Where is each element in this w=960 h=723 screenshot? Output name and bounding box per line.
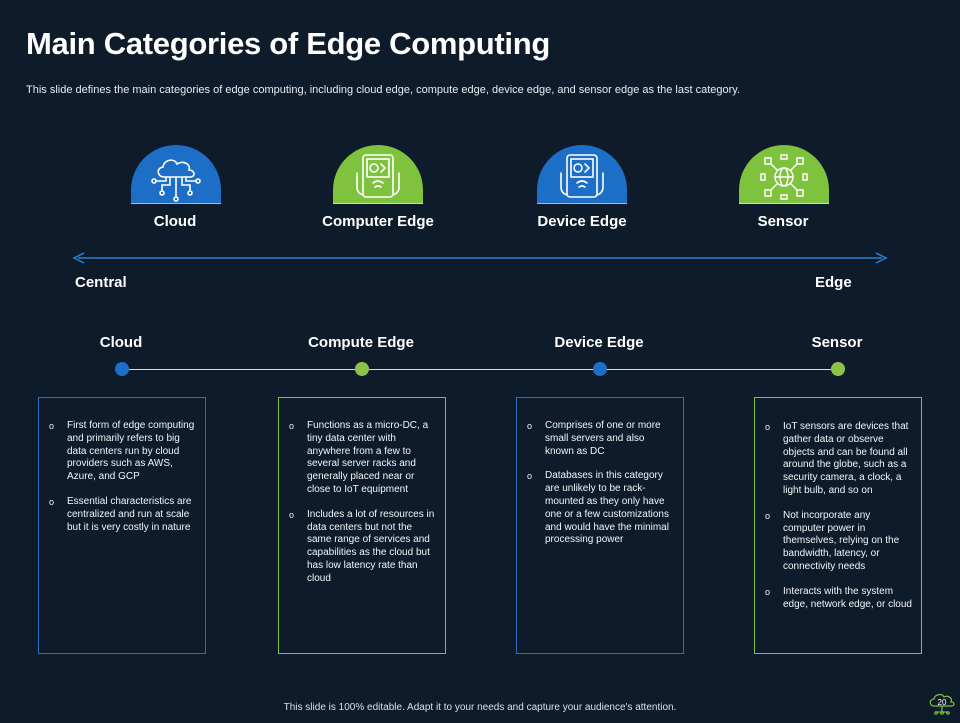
card-bullet: Databases in this category are unlikely … (527, 470, 675, 547)
category-label-device-edge: Device Edge (537, 213, 627, 230)
device-edge-description-card: Comprises of one or more small servers a… (516, 397, 684, 654)
timeline-dot-compute-edge (355, 362, 369, 376)
tablet-touch-icon (356, 154, 400, 198)
category-label-sensor: Sensor (757, 213, 809, 230)
card-bullet: IoT sensors are devices that gather data… (765, 421, 913, 498)
category-label-cloud: Cloud (153, 213, 197, 230)
timeline-line (121, 369, 839, 370)
card-bullet: Comprises of one or more small servers a… (527, 420, 675, 458)
sensor-globe-icon (760, 154, 808, 200)
card-bullet: Functions as a micro-DC, a tiny data cen… (289, 420, 437, 497)
footer-note: This slide is 100% editable. Adapt it to… (283, 702, 677, 713)
timeline-label-sensor: Sensor (811, 334, 863, 351)
cloud-description-card: First form of edge computing and primari… (38, 397, 206, 654)
computer-edge-category-badge (333, 145, 423, 204)
cloud-network-icon (151, 159, 201, 202)
card-bullet: Essential characteristics are centralize… (49, 496, 197, 534)
tablet-touch-icon (560, 154, 604, 198)
timeline-label-compute-edge: Compute Edge (308, 334, 414, 351)
page-number: 20 (937, 698, 947, 707)
compute-edge-description-card: Functions as a micro-DC, a tiny data cen… (278, 397, 446, 654)
card-bullet: Includes a lot of resources in data cent… (289, 509, 437, 586)
axis-right-label: Edge (815, 274, 852, 291)
card-bullet: Interacts with the system edge, network … (765, 586, 913, 612)
timeline-dot-sensor (831, 362, 845, 376)
page-number-badge: 20 (928, 692, 956, 718)
category-label-computer-edge: Computer Edge (322, 213, 434, 230)
card-bullet: First form of edge computing and primari… (49, 420, 197, 484)
card-bullet: Not incorporate any computer power in th… (765, 510, 913, 574)
cloud-category-badge (131, 145, 221, 204)
timeline-dot-device-edge (593, 362, 607, 376)
sensor-description-card: IoT sensors are devices that gather data… (754, 397, 922, 654)
cloud-network-icon (929, 693, 955, 715)
slide-title: Main Categories of Edge Computing (26, 26, 551, 61)
sensor-category-badge (739, 145, 829, 204)
timeline-label-cloud: Cloud (99, 334, 143, 351)
axis-left-label: Central (75, 274, 127, 291)
device-edge-category-badge (537, 145, 627, 204)
timeline-label-device-edge: Device Edge (554, 334, 644, 351)
slide-subtitle: This slide defines the main categories o… (26, 84, 741, 96)
timeline-dot-cloud (115, 362, 129, 376)
central-edge-axis-arrow (72, 252, 888, 264)
